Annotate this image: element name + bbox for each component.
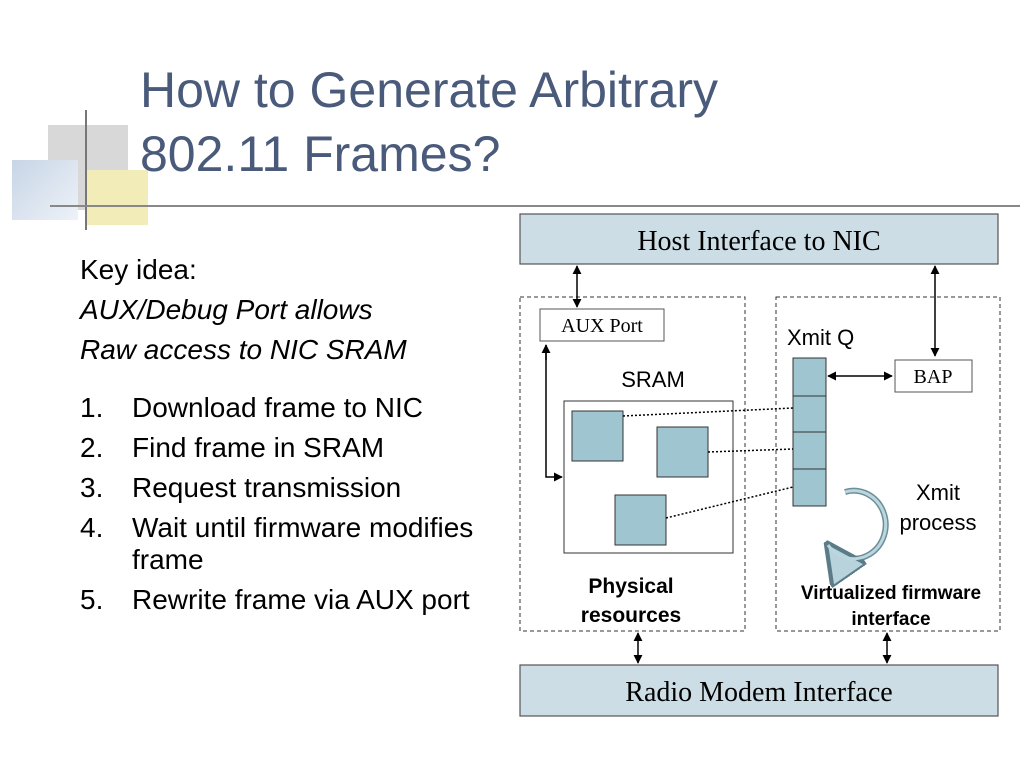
key-idea-line-1: AUX/Debug Port allows — [80, 294, 373, 325]
step-item: 3. Request transmission — [80, 472, 500, 504]
step-item: 4. Wait until firmware modifies frame — [80, 512, 500, 576]
key-idea-heading: Key idea: — [80, 254, 197, 285]
step-number: 1. — [80, 392, 104, 423]
step-item: 1. Download frame to NIC — [80, 392, 500, 424]
physical-resources-label-1: Physical — [588, 575, 673, 598]
bap-label: BAP — [914, 366, 953, 388]
page-title: How to Generate Arbitrary 802.11 Frames? — [140, 58, 840, 186]
physical-resources-region — [519, 296, 746, 632]
decor-vertical-line — [85, 110, 87, 230]
xmit-process-label-1: Xmit — [916, 480, 960, 505]
title-line-2: 802.11 Frames? — [140, 126, 501, 182]
sram-label: SRAM — [621, 367, 685, 392]
radio-modem-box — [519, 664, 999, 717]
step-text: Request transmission — [132, 472, 402, 503]
xmit-process-cycle-inner — [826, 489, 888, 561]
aux-sram-arrow — [545, 345, 563, 482]
step-item: 2. Find frame in SRAM — [80, 432, 500, 464]
decor-blue-square — [12, 160, 78, 220]
sram-frame-block — [571, 410, 624, 462]
xmit-process-label-2: process — [899, 510, 976, 535]
aux-port-box — [539, 308, 665, 342]
sram-frame-block — [656, 426, 709, 478]
title-underline — [50, 205, 1020, 207]
content-left: Key idea: AUX/Debug Port allows Raw acce… — [80, 250, 500, 624]
step-number: 4. — [80, 512, 104, 543]
sram-frame-block — [614, 494, 667, 546]
radio-modem-label: Radio Modem Interface — [625, 677, 892, 708]
step-number: 2. — [80, 432, 104, 463]
pointer-line — [665, 486, 794, 519]
step-text: Rewrite frame via AUX port — [132, 584, 470, 615]
nic-architecture-diagram: Host Interface to NIC AUX Port SRAM Xmit… — [519, 213, 1001, 717]
virtualized-label-1: Virtualized firmware — [801, 583, 981, 604]
step-text: Find frame in SRAM — [132, 432, 385, 463]
title-line-1: How to Generate Arbitrary — [140, 62, 719, 118]
steps-list: 1. Download frame to NIC 2. Find frame in … — [80, 392, 500, 616]
pointer-line — [622, 407, 794, 417]
step-text: Wait until firmware modifies frame — [132, 512, 474, 575]
host-interface-label: Host Interface to NIC — [637, 226, 880, 257]
bap-box — [894, 359, 973, 393]
xmit-queue-slot — [792, 431, 827, 470]
step-number: 5. — [80, 584, 104, 615]
decor-yellow-square — [86, 170, 148, 225]
step-item: 5. Rewrite frame via AUX port — [80, 584, 500, 616]
xmit-q-label: Xmit Q — [787, 325, 854, 350]
virtualized-label-2: interface — [851, 609, 930, 630]
step-number: 3. — [80, 472, 104, 503]
virtualized-firmware-region — [775, 296, 1001, 632]
aux-port-label: AUX Port — [561, 315, 643, 337]
xmit-queue-slot — [792, 357, 827, 397]
xmit-queue-slot — [792, 468, 827, 507]
physical-resources-label-2: resources — [581, 604, 681, 627]
xmit-queue-slot — [792, 395, 827, 433]
step-text: Download frame to NIC — [132, 392, 424, 423]
key-idea-line-2: Raw access to NIC SRAM — [80, 334, 407, 365]
host-interface-box — [519, 213, 999, 265]
